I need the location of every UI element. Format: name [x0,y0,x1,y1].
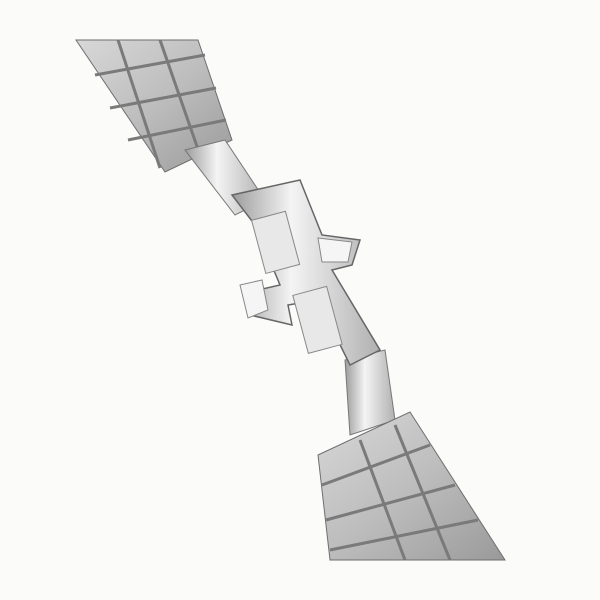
upper-bracelet [75,39,233,173]
butterfly-clasp [230,179,382,367]
lower-bracelet [317,411,506,561]
